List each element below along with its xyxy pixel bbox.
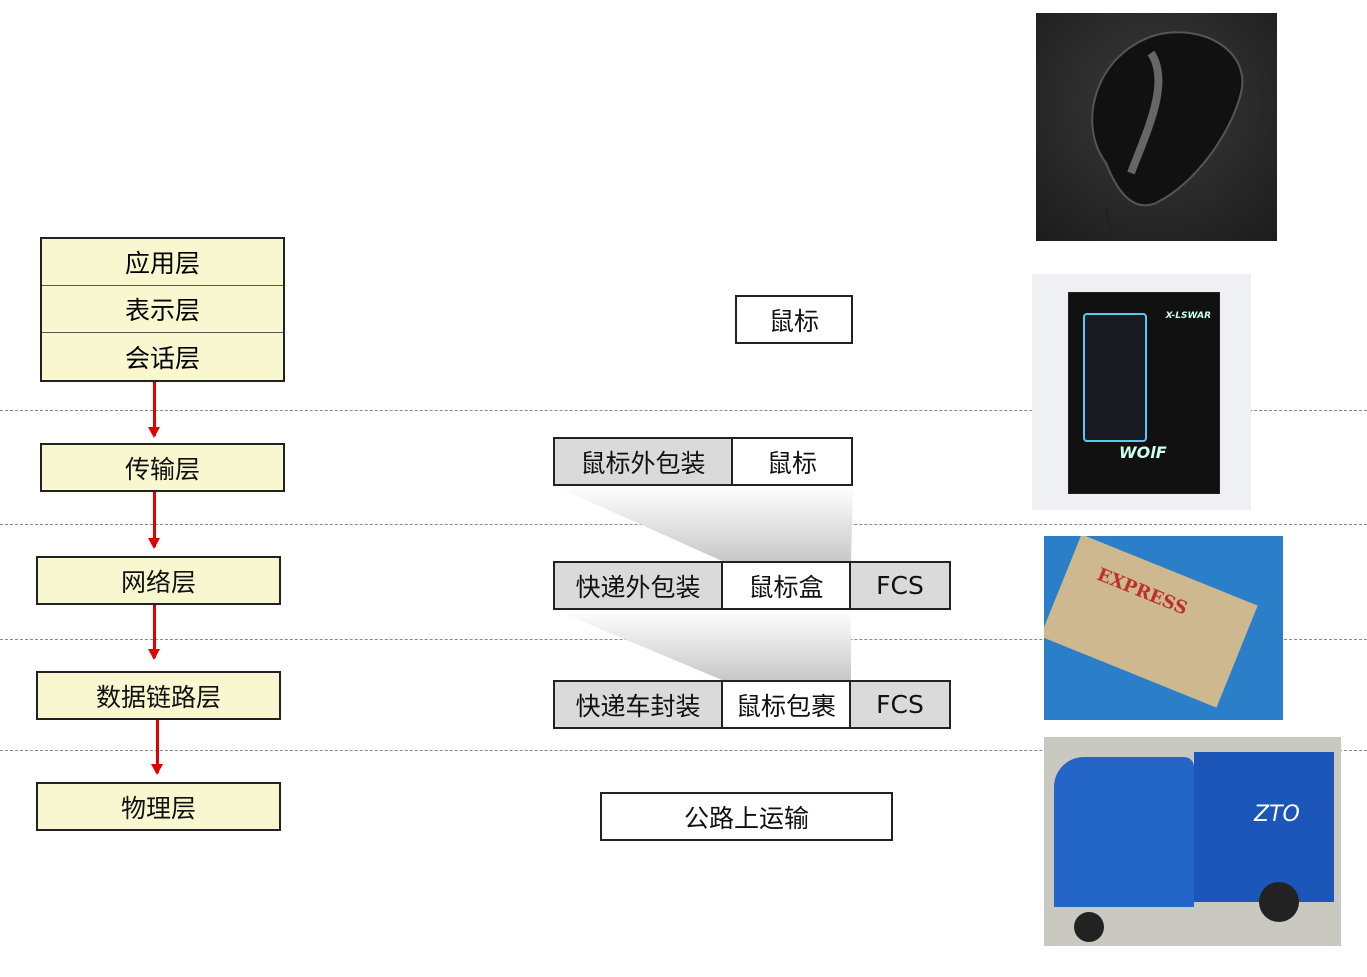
layer-physical: 物理层 [36, 782, 281, 831]
down-arrow [148, 605, 160, 660]
mouse-box-photo: X-LSWAR WOlF [1032, 274, 1251, 510]
delivery-truck-photo: ZTO [1044, 737, 1341, 946]
truck-cab [1054, 757, 1194, 907]
truck-logo: ZTO [1254, 802, 1300, 827]
upper-data-mouse: 鼠标 [735, 295, 853, 344]
layer-transport: 传输层 [40, 443, 285, 492]
layer-application: 应用层 [42, 239, 283, 286]
product-box: X-LSWAR WOlF [1068, 292, 1220, 494]
mouse-photo [1036, 13, 1277, 241]
datalink-data: 鼠标包裹 [721, 680, 851, 729]
wheel [1074, 912, 1104, 942]
mouse-icon [1091, 31, 1244, 241]
layer-datalink: 数据链路层 [36, 671, 281, 720]
upper-layers-stack: 应用层 表示层 会话层 [40, 237, 285, 382]
layer-divider [0, 750, 1367, 751]
datalink-fcs: FCS [849, 680, 951, 729]
funnel-network-to-datalink [555, 610, 851, 680]
network-fcs: FCS [849, 561, 951, 610]
network-header: 快递外包装 [553, 561, 723, 610]
down-arrow [148, 382, 160, 438]
box-model: WOlF [1119, 443, 1167, 462]
express-parcel-photo: EXPRESS [1044, 536, 1283, 720]
datalink-header: 快递车封装 [553, 680, 723, 729]
funnel-transport-to-network [555, 486, 853, 561]
transport-header: 鼠标外包装 [553, 437, 733, 486]
truck-cargo: ZTO [1194, 752, 1334, 902]
layer-presentation: 表示层 [42, 286, 283, 333]
parcel-label: EXPRESS [1093, 564, 1191, 620]
parcel: EXPRESS [1044, 536, 1258, 708]
network-data: 鼠标盒 [721, 561, 851, 610]
wheel [1259, 882, 1299, 922]
layer-network: 网络层 [36, 556, 281, 605]
transport-data: 鼠标 [731, 437, 853, 486]
layer-divider [0, 410, 1367, 411]
down-arrow [151, 720, 163, 775]
physical-transport: 公路上运输 [600, 792, 893, 841]
down-arrow [148, 492, 160, 549]
window-with-mouse [1083, 313, 1147, 442]
layer-session: 会话层 [124, 343, 200, 373]
box-brand: X-LSWAR [1165, 311, 1211, 321]
